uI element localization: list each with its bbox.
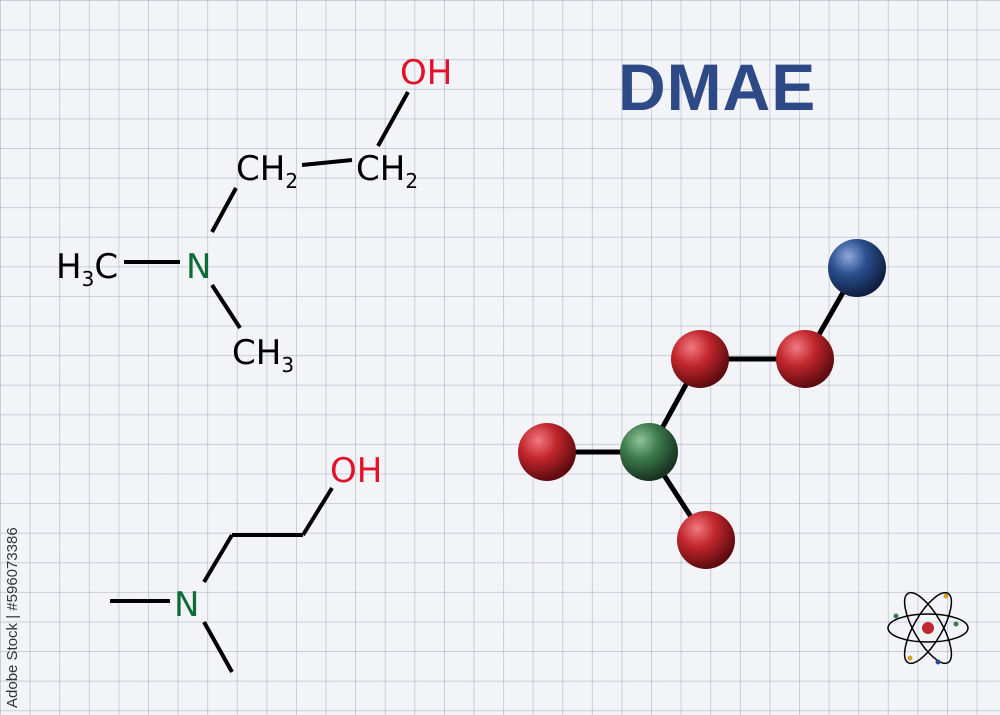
skeletal-formula — [110, 486, 334, 673]
skeletal-bond-n-c — [202, 533, 234, 584]
skeletal-formula-labels: OH N — [174, 451, 382, 625]
skeletal-bond-c-o — [301, 486, 334, 537]
structural-formula-labels: OH CH2 CH2 H3C N CH3 — [56, 53, 452, 377]
skeletal-oh-label: OH — [330, 451, 382, 491]
model-nitrogen-atom — [620, 423, 678, 481]
h3c-label: H3C — [56, 247, 118, 291]
bond-o-ch2 — [376, 91, 410, 147]
molecule-name-title: DMAE — [618, 50, 817, 124]
bond-n-ch3 — [210, 283, 242, 330]
structural-formula — [124, 91, 410, 330]
ch2-label-right: CH2 — [356, 149, 418, 193]
model-carbon-atom-bottom — [677, 511, 735, 569]
ch2-label-left: CH2 — [236, 149, 298, 193]
model-carbon-atom-right — [776, 330, 834, 388]
stock-watermark: Adobe Stock | #596073386 — [4, 527, 21, 708]
bond-ch2-n — [210, 187, 238, 233]
skeletal-nitrogen-label: N — [174, 585, 199, 625]
nitrogen-label: N — [186, 247, 211, 287]
model-carbon-atom-middle — [671, 330, 729, 388]
atom-logo-icon — [887, 591, 969, 665]
model-oxygen-atom — [828, 239, 886, 297]
ch3-label: CH3 — [232, 333, 294, 377]
ball-and-stick-model — [518, 239, 886, 569]
skeletal-bond-methyl-down — [202, 621, 234, 673]
bond-ch2-ch2 — [301, 158, 353, 167]
model-carbon-atom-left — [518, 423, 576, 481]
oh-oxygen-label: OH — [400, 53, 452, 93]
